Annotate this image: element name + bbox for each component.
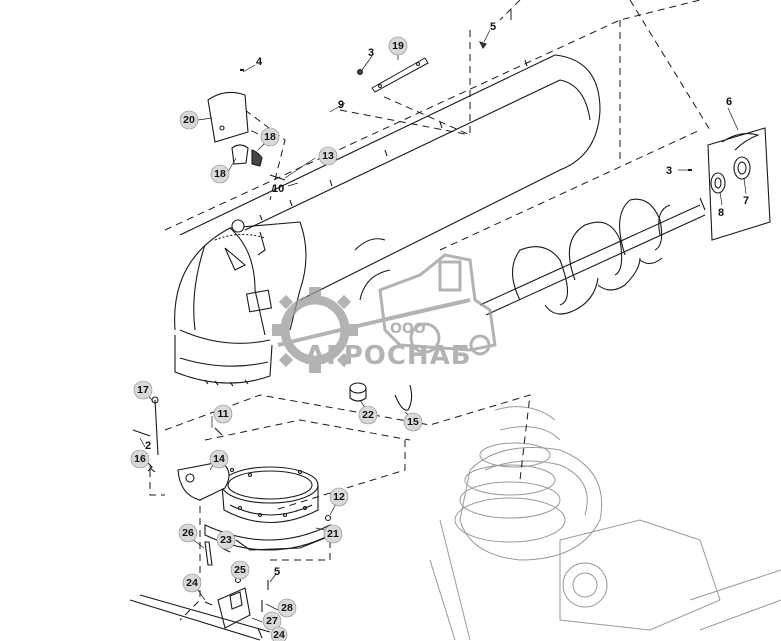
callout-bubble: 11 <box>213 404 233 424</box>
svg-text:26: 26 <box>182 527 194 539</box>
callout-bubble: 14 <box>209 449 229 469</box>
callout-label: 8 <box>718 207 724 219</box>
callout-bubble: 18 <box>260 127 280 147</box>
svg-text:11: 11 <box>217 408 228 420</box>
callout-bubble: 27 <box>262 611 282 631</box>
svg-text:19: 19 <box>392 40 404 52</box>
watermark: ООО АГРОСНАБ <box>272 253 497 373</box>
callouts: 4 5 3 19 9 6 20 18 18 13 10 3 8 7 17 11 … <box>130 21 749 641</box>
svg-text:25: 25 <box>234 564 246 576</box>
svg-text:15: 15 <box>407 416 419 428</box>
pin-and-bracket <box>129 541 271 641</box>
callout-bubble: 16 <box>130 449 150 469</box>
callout-label: 3 <box>368 47 374 59</box>
callout-bubble: 15 <box>403 412 423 432</box>
callout-label: 5 <box>274 566 280 578</box>
callout-label: 7 <box>743 195 749 207</box>
callout-label: 3 <box>666 165 672 177</box>
callout-label: 6 <box>726 96 732 108</box>
elbow-spout <box>174 219 307 387</box>
svg-text:23: 23 <box>220 534 232 546</box>
callout-bubble: 24 <box>270 626 288 641</box>
background-chute-assembly <box>429 406 781 641</box>
gear-teeth <box>272 287 358 373</box>
callout-label: 4 <box>256 56 263 68</box>
callout-label: 2 <box>145 440 151 452</box>
svg-text:12: 12 <box>333 491 345 503</box>
svg-text:28: 28 <box>281 602 293 614</box>
callout-bubble: 17 <box>133 380 153 400</box>
callout-bubble: 19 <box>388 36 408 56</box>
callout-bubble: 21 <box>323 524 343 544</box>
top-hardware <box>240 10 692 171</box>
callout-bubble: 24 <box>182 573 202 593</box>
callout-bubble: 20 <box>179 110 199 130</box>
auger-tube <box>179 54 601 301</box>
svg-text:17: 17 <box>137 384 149 396</box>
end-bearing-plate <box>707 127 771 241</box>
callout-bubble: 18 <box>210 164 230 184</box>
svg-text:13: 13 <box>322 150 334 162</box>
svg-text:27: 27 <box>266 615 278 627</box>
shield-and-pivots <box>207 91 286 181</box>
svg-text:21: 21 <box>327 528 339 540</box>
callout-bubble: 22 <box>358 405 378 425</box>
svg-text:18: 18 <box>264 131 276 143</box>
svg-text:14: 14 <box>213 453 225 465</box>
swoosh <box>277 298 471 347</box>
combine-harvester-logo <box>378 253 497 356</box>
callout-label: 5 <box>490 21 496 33</box>
callout-bubble: 13 <box>318 146 338 166</box>
callout-bubble: 25 <box>230 560 250 580</box>
svg-text:16: 16 <box>134 453 146 465</box>
watermark-brand-text: АГРОСНАБ <box>305 341 472 371</box>
svg-text:20: 20 <box>183 114 195 126</box>
watermark-small-text: ООО <box>390 321 426 337</box>
callout-label: 9 <box>338 99 344 111</box>
svg-text:24: 24 <box>186 577 198 589</box>
svg-text:18: 18 <box>214 168 226 180</box>
svg-text:24: 24 <box>273 629 285 641</box>
auger-screw <box>354 197 706 316</box>
callout-label: 10 <box>272 183 284 195</box>
callout-bubble: 26 <box>178 523 198 543</box>
callout-bubble: 12 <box>329 487 349 507</box>
svg-text:22: 22 <box>362 409 374 421</box>
callout-bubble: 23 <box>216 530 236 550</box>
callout-bubble: 28 <box>277 598 297 618</box>
spacer-and-clip <box>349 382 413 411</box>
